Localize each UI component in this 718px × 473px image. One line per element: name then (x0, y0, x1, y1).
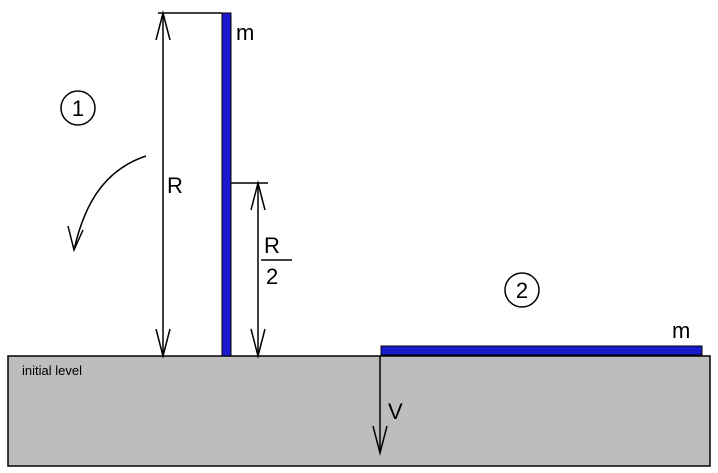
state-one-circle (60, 90, 96, 126)
mass-label-top: m (236, 20, 254, 45)
half-length-numerator: R (264, 233, 280, 258)
length-R-label: R (167, 173, 183, 198)
state-two-circle (504, 272, 540, 308)
horizontal-rod (380, 345, 703, 356)
velocity-arrow (372, 356, 388, 456)
rotation-arrow (67, 155, 147, 253)
ground-block (7, 355, 711, 467)
state-one-number: 1 (72, 96, 84, 121)
half-length-denominator: 2 (266, 264, 278, 289)
vertical-rod (221, 12, 232, 357)
ground-label: initial level (22, 363, 82, 378)
velocity-label: V (388, 399, 403, 424)
mass-label-right: m (672, 318, 690, 343)
length-R-dimension (155, 10, 171, 359)
state-two-number: 2 (516, 278, 528, 303)
half-length-dimension (250, 180, 266, 359)
